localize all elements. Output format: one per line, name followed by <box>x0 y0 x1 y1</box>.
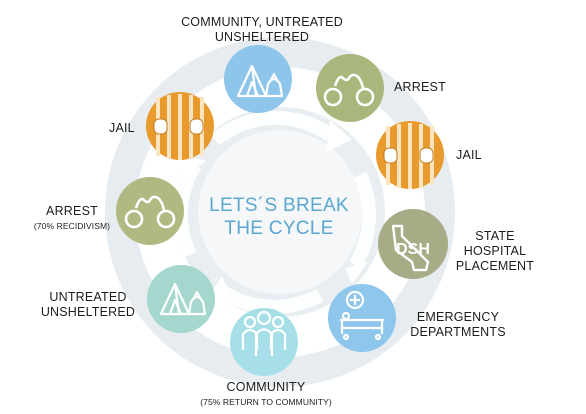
label-line: JAIL <box>109 121 135 135</box>
tent-and-bag-icon <box>159 282 207 316</box>
label-community-untreated-unsheltered: COMMUNITY, UNTREATED UNSHELTERED <box>172 15 352 45</box>
label-jail-left: JAIL <box>109 121 135 136</box>
stage-jail-left <box>146 92 214 160</box>
stage-untreated-unsheltered <box>147 265 215 333</box>
handcuffs-icon <box>124 195 176 229</box>
label-line: UNSHELTERED <box>40 305 136 319</box>
handcuffs-icon <box>323 73 375 107</box>
label-line: ARREST <box>46 204 98 218</box>
label-line: PLACEMENT <box>455 259 535 273</box>
label-line: DEPARTMENTS <box>410 325 506 339</box>
stage-state-hospital-placement: DSH <box>378 209 448 279</box>
stage-arrest-left <box>116 177 184 245</box>
label-line: EMERGENCY <box>416 310 500 324</box>
label-line: JAIL <box>456 148 482 162</box>
cycle-center-title: LETS´S BREAK THE CYCLE <box>204 194 354 240</box>
label-emergency-departments: EMERGENCY DEPARTMENTS <box>408 310 508 340</box>
label-line: COMMUNITY, UNTREATED <box>181 15 343 29</box>
label-line: COMMUNITY <box>226 380 306 394</box>
label-line: STATE <box>475 229 515 243</box>
label-arrest-left: ARREST (70% RECIDIVISM) <box>28 204 116 234</box>
label-sub: (70% RECIDIVISM) <box>33 221 111 231</box>
hospital-bed-icon <box>340 290 384 341</box>
stage-community-untreated-unsheltered <box>224 45 292 113</box>
label-state-hospital-placement: STATE HOSPITAL PLACEMENT <box>452 229 538 274</box>
stage-jail-right <box>376 121 444 189</box>
cycle-arrowheads <box>178 120 368 304</box>
label-untreated-unsheltered: UNTREATED UNSHELTERED <box>36 290 140 320</box>
dsh-text: DSH <box>396 241 430 258</box>
label-line: ARREST <box>394 80 446 94</box>
stage-arrest-top <box>316 54 384 122</box>
label-arrest-top: ARREST <box>394 80 446 95</box>
stage-community <box>230 308 298 376</box>
label-line: HOSPITAL <box>463 244 527 258</box>
center-title-line1: LETS´S BREAK <box>209 195 349 216</box>
tent-and-bag-icon <box>236 64 284 98</box>
california-dsh-icon: DSH <box>391 224 430 272</box>
label-sub: (75% RETURN TO COMMUNITY) <box>200 397 332 407</box>
stage-emergency-departments <box>328 284 396 352</box>
label-jail-right: JAIL <box>456 148 482 163</box>
label-line: UNTREATED <box>49 290 127 304</box>
label-line: UNSHELTERED <box>214 30 310 44</box>
label-community: COMMUNITY (75% RETURN TO COMMUNITY) <box>186 380 346 410</box>
people-group-icon <box>241 310 287 356</box>
center-title-line2: THE CYCLE <box>224 218 334 239</box>
